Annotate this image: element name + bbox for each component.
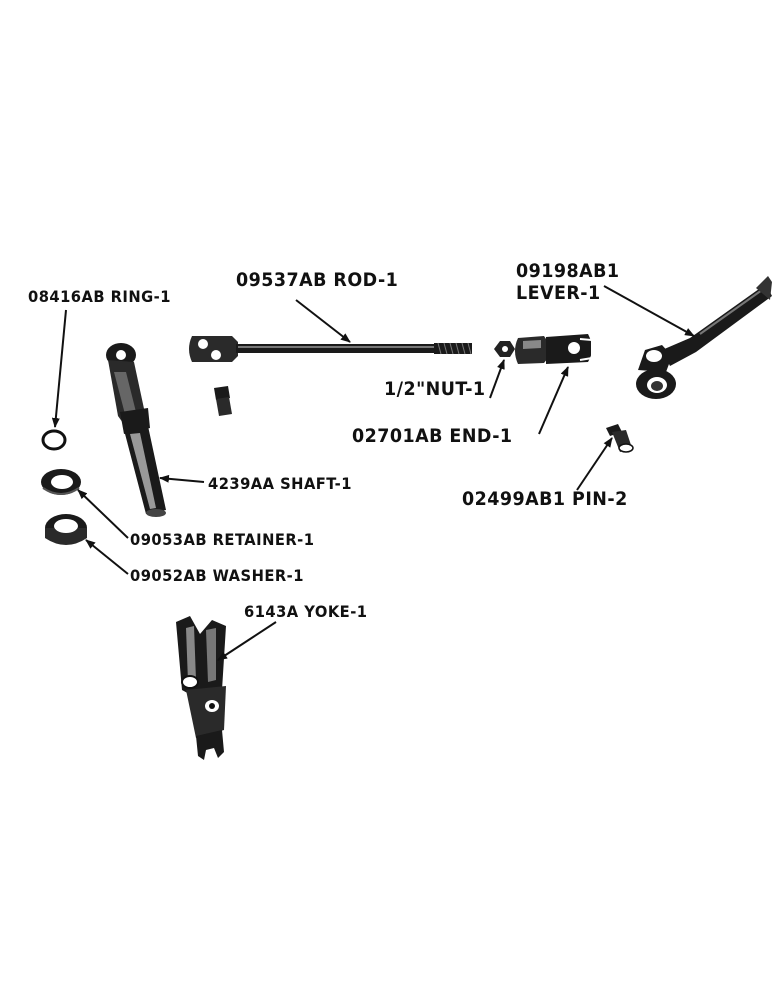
shaft-label: 4239AA SHAFT-1 — [208, 474, 352, 493]
retainer-part — [41, 469, 81, 495]
pin-leader — [576, 437, 613, 491]
lever-label-line1: 09198AB1 — [516, 260, 620, 282]
washer-leader — [85, 539, 129, 575]
end-leader — [538, 366, 569, 435]
pin-label: 02499AB1 PIN-2 — [462, 488, 628, 510]
ring-part — [41, 429, 67, 451]
shaft-leader — [159, 474, 205, 483]
lever-leader — [603, 285, 695, 337]
retainer-label: 09053AB RETAINER-1 — [130, 530, 315, 549]
end-part — [515, 334, 593, 364]
ring-label: 08416AB RING-1 — [28, 287, 171, 306]
end-label: 02701AB END-1 — [352, 425, 513, 447]
shaft-part — [106, 343, 166, 517]
washer-part — [45, 514, 87, 545]
lever-label-line2: LEVER-1 — [516, 282, 601, 304]
pin-part — [606, 424, 634, 453]
lever-part — [636, 276, 772, 399]
rod-label: 09537AB ROD-1 — [236, 269, 399, 291]
rod-leader — [295, 299, 351, 343]
rod-part — [189, 336, 472, 362]
nut-part — [494, 341, 515, 357]
ring-leader — [51, 309, 67, 428]
nut-leader — [489, 359, 505, 399]
leader-lines — [51, 285, 695, 661]
bolt-part — [214, 386, 232, 416]
nut-label: 1/2"NUT-1 — [384, 378, 486, 400]
yoke-part — [176, 616, 226, 760]
yoke-leader — [217, 621, 277, 661]
retainer-leader — [77, 489, 129, 539]
washer-label: 09052AB WASHER-1 — [130, 566, 304, 585]
yoke-label: 6143A YOKE-1 — [244, 602, 368, 621]
